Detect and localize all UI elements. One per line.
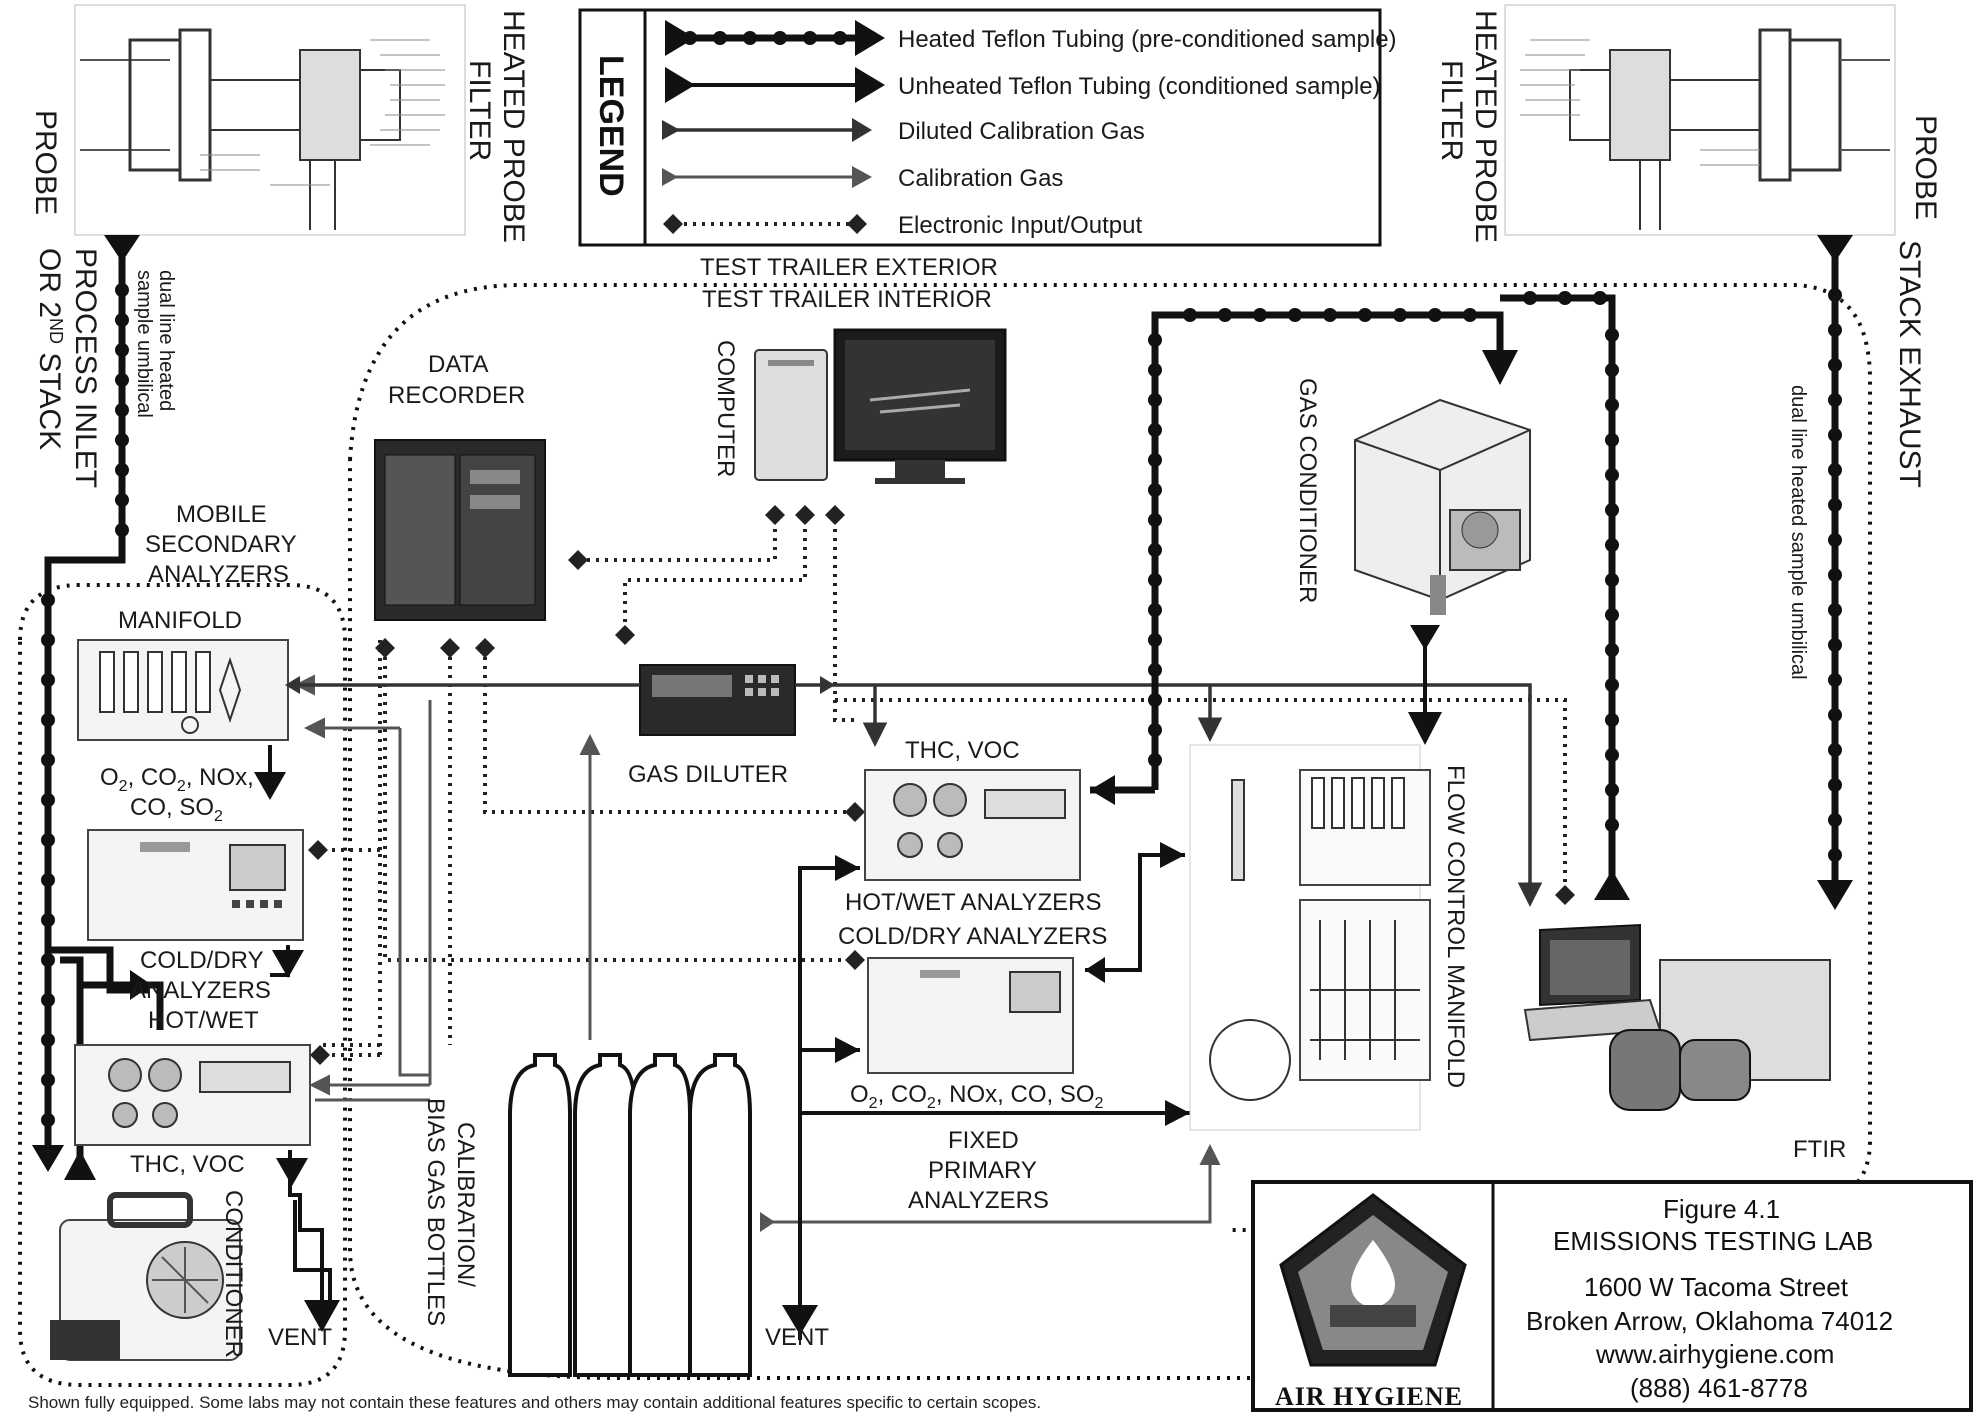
- calibration-label-1: CALIBRATION/: [452, 1122, 479, 1287]
- gas-conditioner-label: GAS CONDITIONER: [1294, 378, 1321, 603]
- phone: (888) 461-8778: [1630, 1373, 1808, 1403]
- gas-diluter-equipment: [639, 664, 796, 736]
- cold-dry-fixed-analyzer: [867, 957, 1074, 1074]
- footnote: Shown fully equipped. Some labs may not …: [28, 1393, 1041, 1412]
- mobile-label-1: MOBILE: [176, 501, 267, 528]
- legend-calibration: Calibration Gas: [662, 165, 1063, 192]
- data-recorder-label-1: DATA: [428, 351, 488, 378]
- flow-control-label: FLOW CONTROL MANIFOLD: [1442, 765, 1469, 1088]
- data-recorder-equipment: [374, 439, 546, 621]
- heated-filter-left-label: HEATED PROBE: [497, 10, 530, 243]
- hot-wet-fixed-label: HOT/WET ANALYZERS: [845, 889, 1102, 916]
- cold-dry-mobile-analyzer: [87, 829, 304, 941]
- gas-diluter-label: GAS DILUTER: [628, 761, 788, 788]
- mobile-analyzers-boundary: [18, 583, 347, 1387]
- heated-line-stack-exhaust: [1817, 235, 1853, 910]
- fixed-gases-label: O2, CO2, NOx, CO, SO2: [850, 1081, 1104, 1112]
- figure-number: Figure 4.1: [1663, 1194, 1780, 1224]
- fixed-label-1: FIXED: [948, 1127, 1019, 1154]
- mobile-label-2: SECONDARY: [145, 531, 297, 558]
- mobile-label-3: ANALYZERS: [148, 561, 289, 588]
- calibration-gas-lines: [398, 700, 1221, 1232]
- mobile-gases-label-1: O2, CO2, NOx,: [100, 764, 254, 795]
- heated-filter-right-label: HEATED PROBE: [1469, 10, 1502, 243]
- stack-exhaust-label: STACK EXHAUST: [1893, 240, 1926, 488]
- legend-electronic: Electronic Input/Output: [663, 212, 1142, 239]
- thc-voc-fixed-label: THC, VOC: [905, 737, 1020, 764]
- computer-label: COMPUTER: [712, 340, 739, 477]
- website: www.airhygiene.com: [1595, 1339, 1834, 1369]
- probe-left-label: PROBE: [29, 110, 62, 215]
- cold-dry-mobile-label-1: COLD/DRY: [140, 947, 264, 974]
- mobile-flows: [254, 640, 430, 1332]
- legend-label-calibration: Calibration Gas: [898, 165, 1063, 192]
- legend-label-diluted: Diluted Calibration Gas: [898, 118, 1145, 145]
- thc-voc-mobile-label: THC, VOC: [130, 1151, 245, 1178]
- probe-filter-drawing-left: [74, 4, 466, 236]
- conditioner-mobile-label: CONDITIONER: [220, 1190, 247, 1358]
- legend-label-unheated: Unheated Teflon Tubing (conditioned samp…: [898, 73, 1381, 100]
- mobile-gases-label-2: CO, SO2: [130, 794, 223, 825]
- hot-wet-mobile-label: HOT/WET: [148, 1007, 259, 1034]
- data-recorder-label-2: RECORDER: [388, 382, 525, 409]
- probe-filter-drawing-right: [1504, 4, 1896, 236]
- brand-name: AIR HYGIENE: [1275, 1382, 1463, 1411]
- probe-right-label: PROBE: [1909, 115, 1942, 220]
- umbilical-left-label-2: sample umbilical: [133, 270, 155, 418]
- legend-heated: Heated Teflon Tubing (pre-conditioned sa…: [665, 20, 1397, 56]
- computer-equipment: [754, 328, 1007, 484]
- fixed-unheated-lines: [782, 842, 1190, 1340]
- trailer-exterior-label: TEST TRAILER EXTERIOR: [700, 254, 998, 281]
- vent-mid-label: VENT: [765, 1324, 829, 1351]
- legend: LEGEND Heated Teflon Tubing (pre-conditi…: [578, 8, 1397, 247]
- legend-title: LEGEND: [592, 55, 630, 197]
- manifold-equipment: [77, 639, 289, 741]
- electronic-io-lines: [375, 505, 1575, 1045]
- ftir-label: FTIR: [1793, 1136, 1846, 1163]
- cold-dry-fixed-label: COLD/DRY ANALYZERS: [838, 923, 1107, 950]
- legend-label-heated: Heated Teflon Tubing (pre-conditioned sa…: [898, 26, 1397, 53]
- hot-wet-fixed-analyzer: [864, 769, 1081, 881]
- fixed-label-2: PRIMARY: [928, 1157, 1037, 1184]
- fixed-label-3: ANALYZERS: [908, 1187, 1049, 1214]
- heated-filter-left-label-2: FILTER: [463, 60, 496, 161]
- legend-unheated: Unheated Teflon Tubing (conditioned samp…: [665, 67, 1381, 103]
- umbilical-right-label: dual line heated sample umbilical: [1787, 385, 1809, 680]
- gas-conditioner-out: [1408, 625, 1442, 745]
- figure-title: EMISSIONS TESTING LAB: [1553, 1226, 1873, 1256]
- hot-wet-mobile-analyzer: [74, 1044, 311, 1146]
- manifold-label: MANIFOLD: [118, 607, 242, 634]
- umbilical-left-label-1: dual line heated: [155, 270, 177, 411]
- process-inlet-label-2: OR 2ND STACK: [33, 248, 66, 450]
- calibration-bottles: [508, 1053, 752, 1377]
- address-line-1: 1600 W Tacoma Street: [1584, 1272, 1849, 1302]
- ftir-equipment: [1523, 923, 1831, 1111]
- cold-dry-mobile-label-2: ANALYZERS: [130, 977, 271, 1004]
- legend-diluted: Diluted Calibration Gas: [662, 118, 1145, 145]
- heated-filter-right-label-2: FILTER: [1435, 60, 1468, 161]
- address-line-2: Broken Arrow, Oklahoma 74012: [1526, 1306, 1893, 1336]
- trailer-interior-label: TEST TRAILER INTERIOR: [702, 286, 992, 313]
- conditioner-mobile: [50, 1192, 241, 1361]
- calibration-label-2: BIAS GAS BOTTLES: [422, 1098, 449, 1326]
- gas-conditioner-equipment: [1354, 398, 1531, 615]
- diluted-gas-lines: [285, 676, 1543, 907]
- flow-control-manifold-equipment: [1189, 744, 1431, 1131]
- legend-label-electronic: Electronic Input/Output: [898, 212, 1142, 239]
- process-inlet-label-1: PROCESS INLET: [69, 248, 102, 488]
- air-hygiene-logo: [1279, 1193, 1467, 1367]
- heated-line-right: [1090, 291, 1630, 900]
